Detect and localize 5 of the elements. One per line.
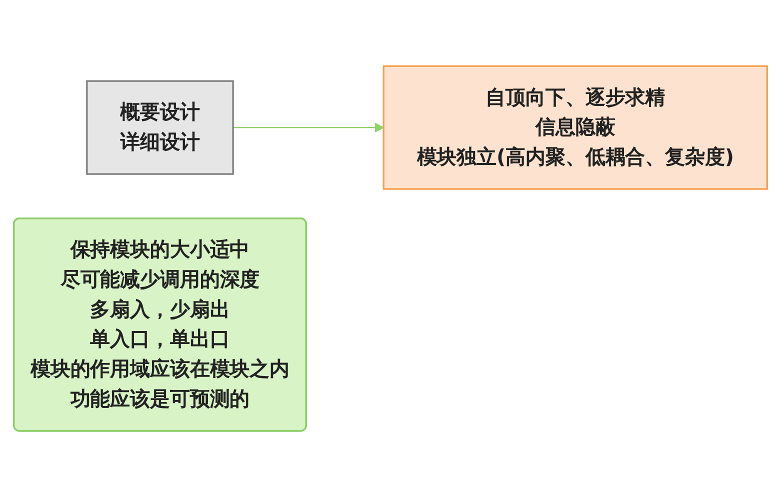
- node-label: 单入口，单出口: [90, 328, 230, 352]
- node-label: 尽可能减少调用的深度: [60, 268, 260, 292]
- node-label: 保持模块的大小适中: [70, 238, 250, 262]
- node-label: 多扇入，少扇出: [90, 298, 230, 322]
- node-label: 功能应该是可预测的: [70, 388, 250, 411]
